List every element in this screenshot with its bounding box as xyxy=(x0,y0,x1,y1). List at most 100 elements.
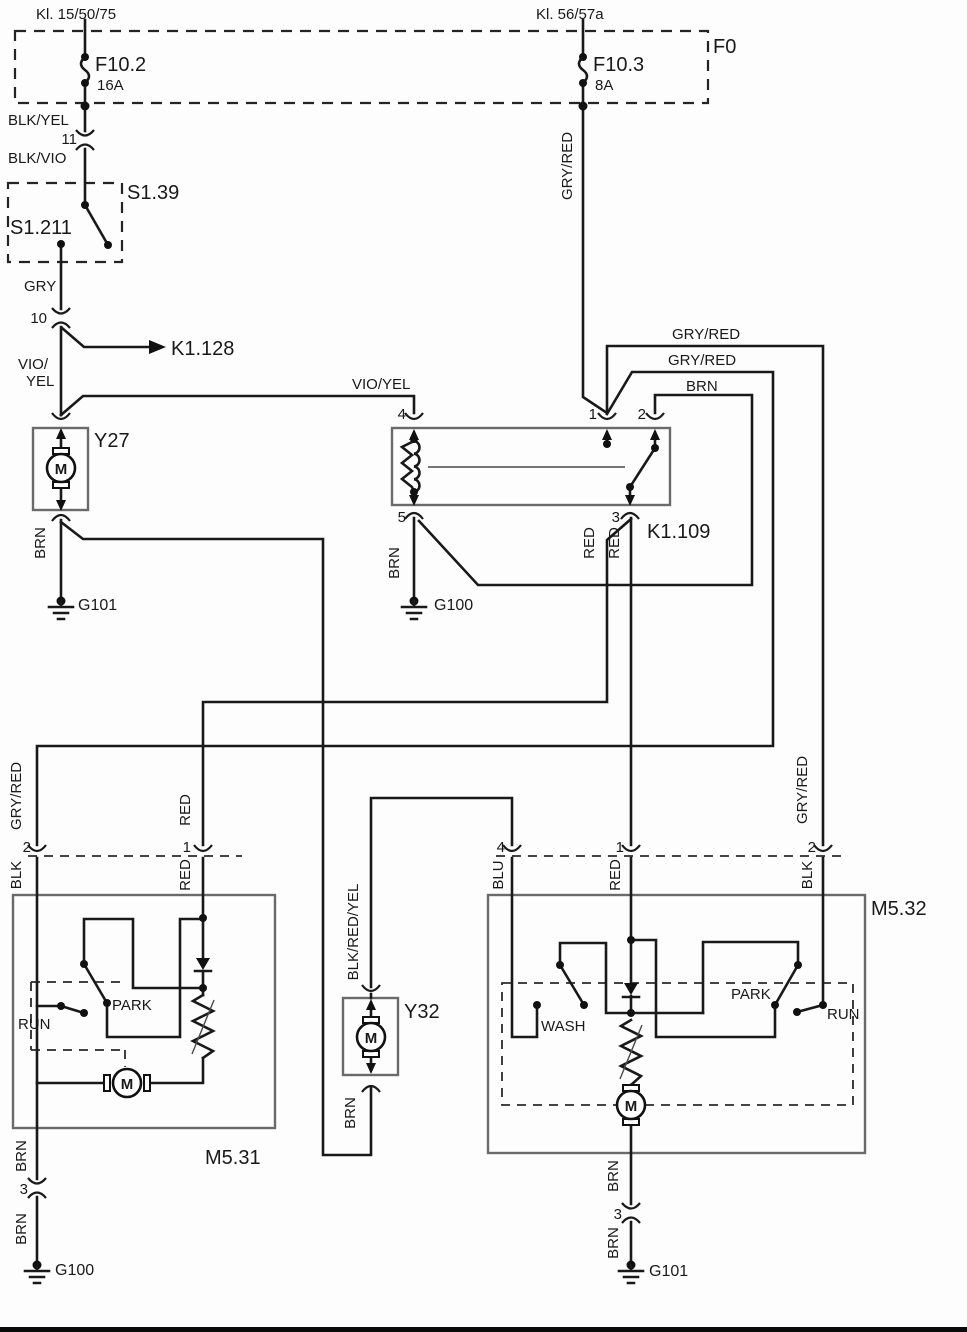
m531-pin-1: 1 xyxy=(183,839,191,856)
wire-label-blk-m532: BLK xyxy=(799,861,816,889)
wire-label-brn-m532-b: BRN xyxy=(605,1227,622,1259)
component-label-m531: M5.31 xyxy=(205,1147,261,1169)
k1109-relay-box xyxy=(390,426,672,507)
wire-label-gryred-m532: GRY/RED xyxy=(794,756,811,824)
pin-label-10: 10 xyxy=(30,310,47,327)
component-label-s139: S1.39 xyxy=(127,182,179,204)
component-label-m532: M5.32 xyxy=(871,898,927,920)
wire-label-blkyel: BLK/YEL xyxy=(8,112,69,129)
m531-diode-icon xyxy=(196,958,210,970)
wire-label-red-m531-top: RED xyxy=(177,794,194,826)
y27-motor: M xyxy=(45,447,77,489)
m532-pin-3: 3 xyxy=(614,1206,622,1223)
m532-linkage-dashed xyxy=(501,982,854,1106)
bus-left-label: Kl. 15/50/75 xyxy=(36,6,116,23)
m531-box xyxy=(11,893,277,1130)
wire-label-red-m532: RED xyxy=(607,859,624,891)
m531-linkage-dashed xyxy=(30,981,126,1067)
wire-label-blkvio: BLK/VIO xyxy=(8,150,66,167)
wire-label-brn-m531-a: BRN xyxy=(13,1140,30,1172)
wire-label-vio1: VIO/ xyxy=(18,356,49,373)
junction-dots xyxy=(57,53,827,1017)
y27-motor-label: M xyxy=(55,461,68,478)
m531-run-label: RUN xyxy=(18,1016,51,1033)
wire-label-vioyel: VIO/YEL xyxy=(352,376,410,393)
ground-g100-relay-icon xyxy=(400,596,428,621)
fuse-f102-label: F10.2 xyxy=(95,54,146,76)
ground-label-g100-relay: G100 xyxy=(434,597,473,614)
component-label-k1109: K1.109 xyxy=(647,521,710,543)
bus-right-label: Kl. 56/57a xyxy=(536,6,604,23)
m531-pin-3: 3 xyxy=(20,1181,28,1198)
wire-label-brn-top: BRN xyxy=(686,378,718,395)
inline-connector-icons xyxy=(27,129,641,1224)
m532-wash-label: WASH xyxy=(541,1018,585,1035)
m532-diode-icon xyxy=(624,983,638,995)
switch-s139-outline xyxy=(6,181,124,264)
k1128-arrowhead-icon xyxy=(149,340,166,354)
fusebox-label: F0 xyxy=(713,36,736,58)
component-label-s1211: S1.211 xyxy=(10,217,72,239)
wire-label-blkredyel: BLK/RED/YEL xyxy=(345,884,362,981)
wire-blkredyel-y32-to-m532-pin4 xyxy=(369,796,514,989)
m532-motor-label: M xyxy=(625,1098,638,1115)
m532-motor: M xyxy=(615,1084,647,1126)
y32-motor-label: M xyxy=(365,1030,378,1047)
y27-box xyxy=(31,426,90,512)
wire-red-to-m531-pin1 xyxy=(201,517,633,920)
fuse-f103-rating: 8A xyxy=(595,77,613,94)
m531-internal-wires xyxy=(35,856,216,1263)
wire-label-brn-pin5: BRN xyxy=(386,547,403,579)
relay-pin-2: 2 xyxy=(638,406,646,423)
component-label-k1128: K1.128 xyxy=(171,338,234,360)
y32-motor: M xyxy=(355,1016,387,1058)
wire-s139-switch xyxy=(59,203,110,311)
ground-label-g100-m531: G100 xyxy=(55,1262,94,1279)
k1109-relay-internals xyxy=(399,431,657,499)
m532-pin-1: 1 xyxy=(616,839,624,856)
page-bottom-edge xyxy=(0,1327,967,1332)
m531-motor-label: M xyxy=(121,1076,134,1093)
m532-pin-2: 2 xyxy=(808,839,816,856)
wire-label-blu-m532: BLU xyxy=(490,860,507,889)
wire-label-brn-y32: BRN xyxy=(342,1097,359,1129)
wire-label-brn-m531-b: BRN xyxy=(13,1213,30,1245)
wire-y27-ground-and-brn-link xyxy=(59,518,373,1157)
m531-motor: M xyxy=(103,1067,151,1099)
wire-label-gry: GRY xyxy=(24,278,56,295)
m531-park-label: PARK xyxy=(112,997,152,1014)
relay-pin-5: 5 xyxy=(398,509,406,526)
wire-label-brn-m532-a: BRN xyxy=(605,1160,622,1192)
wire-label-red-a: RED xyxy=(581,527,598,559)
m532-park-label: PARK xyxy=(731,986,771,1003)
wire-right-feed-gryred xyxy=(577,18,609,415)
m532-run-label: RUN xyxy=(827,1006,860,1023)
ground-g100-m531-icon xyxy=(23,1260,51,1285)
ground-label-g101-m532: G101 xyxy=(649,1263,688,1280)
wire-label-gryred-fuse: GRY/RED xyxy=(559,132,576,200)
component-label-y32: Y32 xyxy=(404,1001,440,1023)
relay-pin-1: 1 xyxy=(589,406,597,423)
wire-left-feed-blkyel-blkvio xyxy=(79,18,91,207)
wire-vioyel-to-relay-pin4 xyxy=(59,394,416,417)
m532-pin-4: 4 xyxy=(497,839,505,856)
fuse-f102-rating: 16A xyxy=(97,77,124,94)
wire-label-red-m531-bot: RED xyxy=(177,859,194,891)
wire-label-gryred-top1: GRY/RED xyxy=(672,326,740,343)
box-connector-icons xyxy=(27,412,833,1093)
m532-box xyxy=(486,893,867,1155)
component-label-y27: Y27 xyxy=(94,430,130,452)
ground-g101-left-icon xyxy=(47,596,75,621)
relay-pin-4: 4 xyxy=(398,406,406,423)
relay-pin-3: 3 xyxy=(612,509,620,526)
wire-label-vio2: YEL xyxy=(26,373,54,390)
ground-label-g101-left: G101 xyxy=(78,597,117,614)
wire-brn-relay-pin2-to-pin5 xyxy=(417,393,754,587)
wire-label-blk-m531: BLK xyxy=(8,861,25,889)
ground-g101-m532-icon xyxy=(617,1260,645,1285)
wire-k1128-branch xyxy=(60,326,151,349)
wire-label-red-b: RED xyxy=(606,527,623,559)
fusebox-f0-outline xyxy=(13,29,710,105)
